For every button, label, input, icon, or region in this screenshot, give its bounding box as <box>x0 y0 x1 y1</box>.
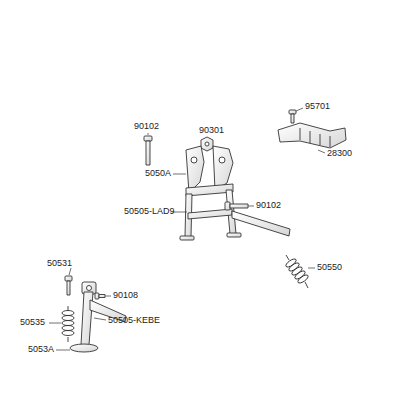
callout-number: 90301 <box>199 125 224 136</box>
small-bolt <box>289 110 296 123</box>
callout-number: 90108 <box>113 290 138 301</box>
spring <box>62 306 74 342</box>
leader-lines <box>49 108 325 350</box>
callout-number: 28300 <box>327 148 352 159</box>
spring <box>285 255 310 288</box>
bolt <box>144 136 152 165</box>
callout-number: 50505-LAD9 <box>124 206 175 217</box>
callout-number: 5053A <box>28 344 54 355</box>
bolt <box>225 202 248 210</box>
callout-number: 50531 <box>47 258 72 269</box>
callout-number: 90102 <box>256 200 281 211</box>
callout-number: 50505-KEBE <box>108 315 160 326</box>
callout-number: 90102 <box>134 121 159 132</box>
callout-number: 95701 <box>305 101 330 112</box>
callout-number: 50535 <box>20 317 45 328</box>
footrest <box>278 123 346 148</box>
pivot-bolt <box>65 276 72 295</box>
small-bolt <box>95 293 105 299</box>
main-stand <box>180 146 290 240</box>
callout-number: 5050A <box>145 168 171 179</box>
callout-number: 50550 <box>317 262 342 273</box>
nut <box>201 137 213 151</box>
